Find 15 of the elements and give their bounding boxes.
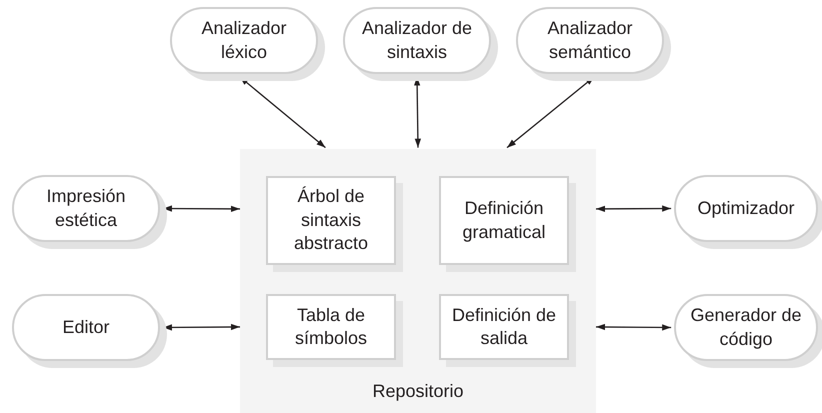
node-label: Analizador semántico bbox=[546, 17, 634, 64]
node-label: Analizador léxico bbox=[200, 17, 288, 64]
node-label: Impresión estética bbox=[45, 185, 127, 232]
node-label: Repositorio bbox=[371, 380, 465, 403]
node-label: Árbol de sintaxis abstracto bbox=[292, 185, 370, 256]
node-label: Analizador de sintaxis bbox=[360, 17, 474, 64]
node-label: Generador de código bbox=[689, 304, 803, 351]
node-label: Definición gramatical bbox=[461, 197, 547, 244]
node-label: Definición de salida bbox=[450, 304, 558, 350]
repository-panel bbox=[240, 149, 596, 413]
node-label: Tabla de símbolos bbox=[294, 304, 368, 350]
node-label: Optimizador bbox=[696, 196, 796, 220]
double-arrow bbox=[596, 205, 672, 212]
double-arrow bbox=[596, 324, 672, 331]
node-label: Editor bbox=[61, 316, 111, 339]
